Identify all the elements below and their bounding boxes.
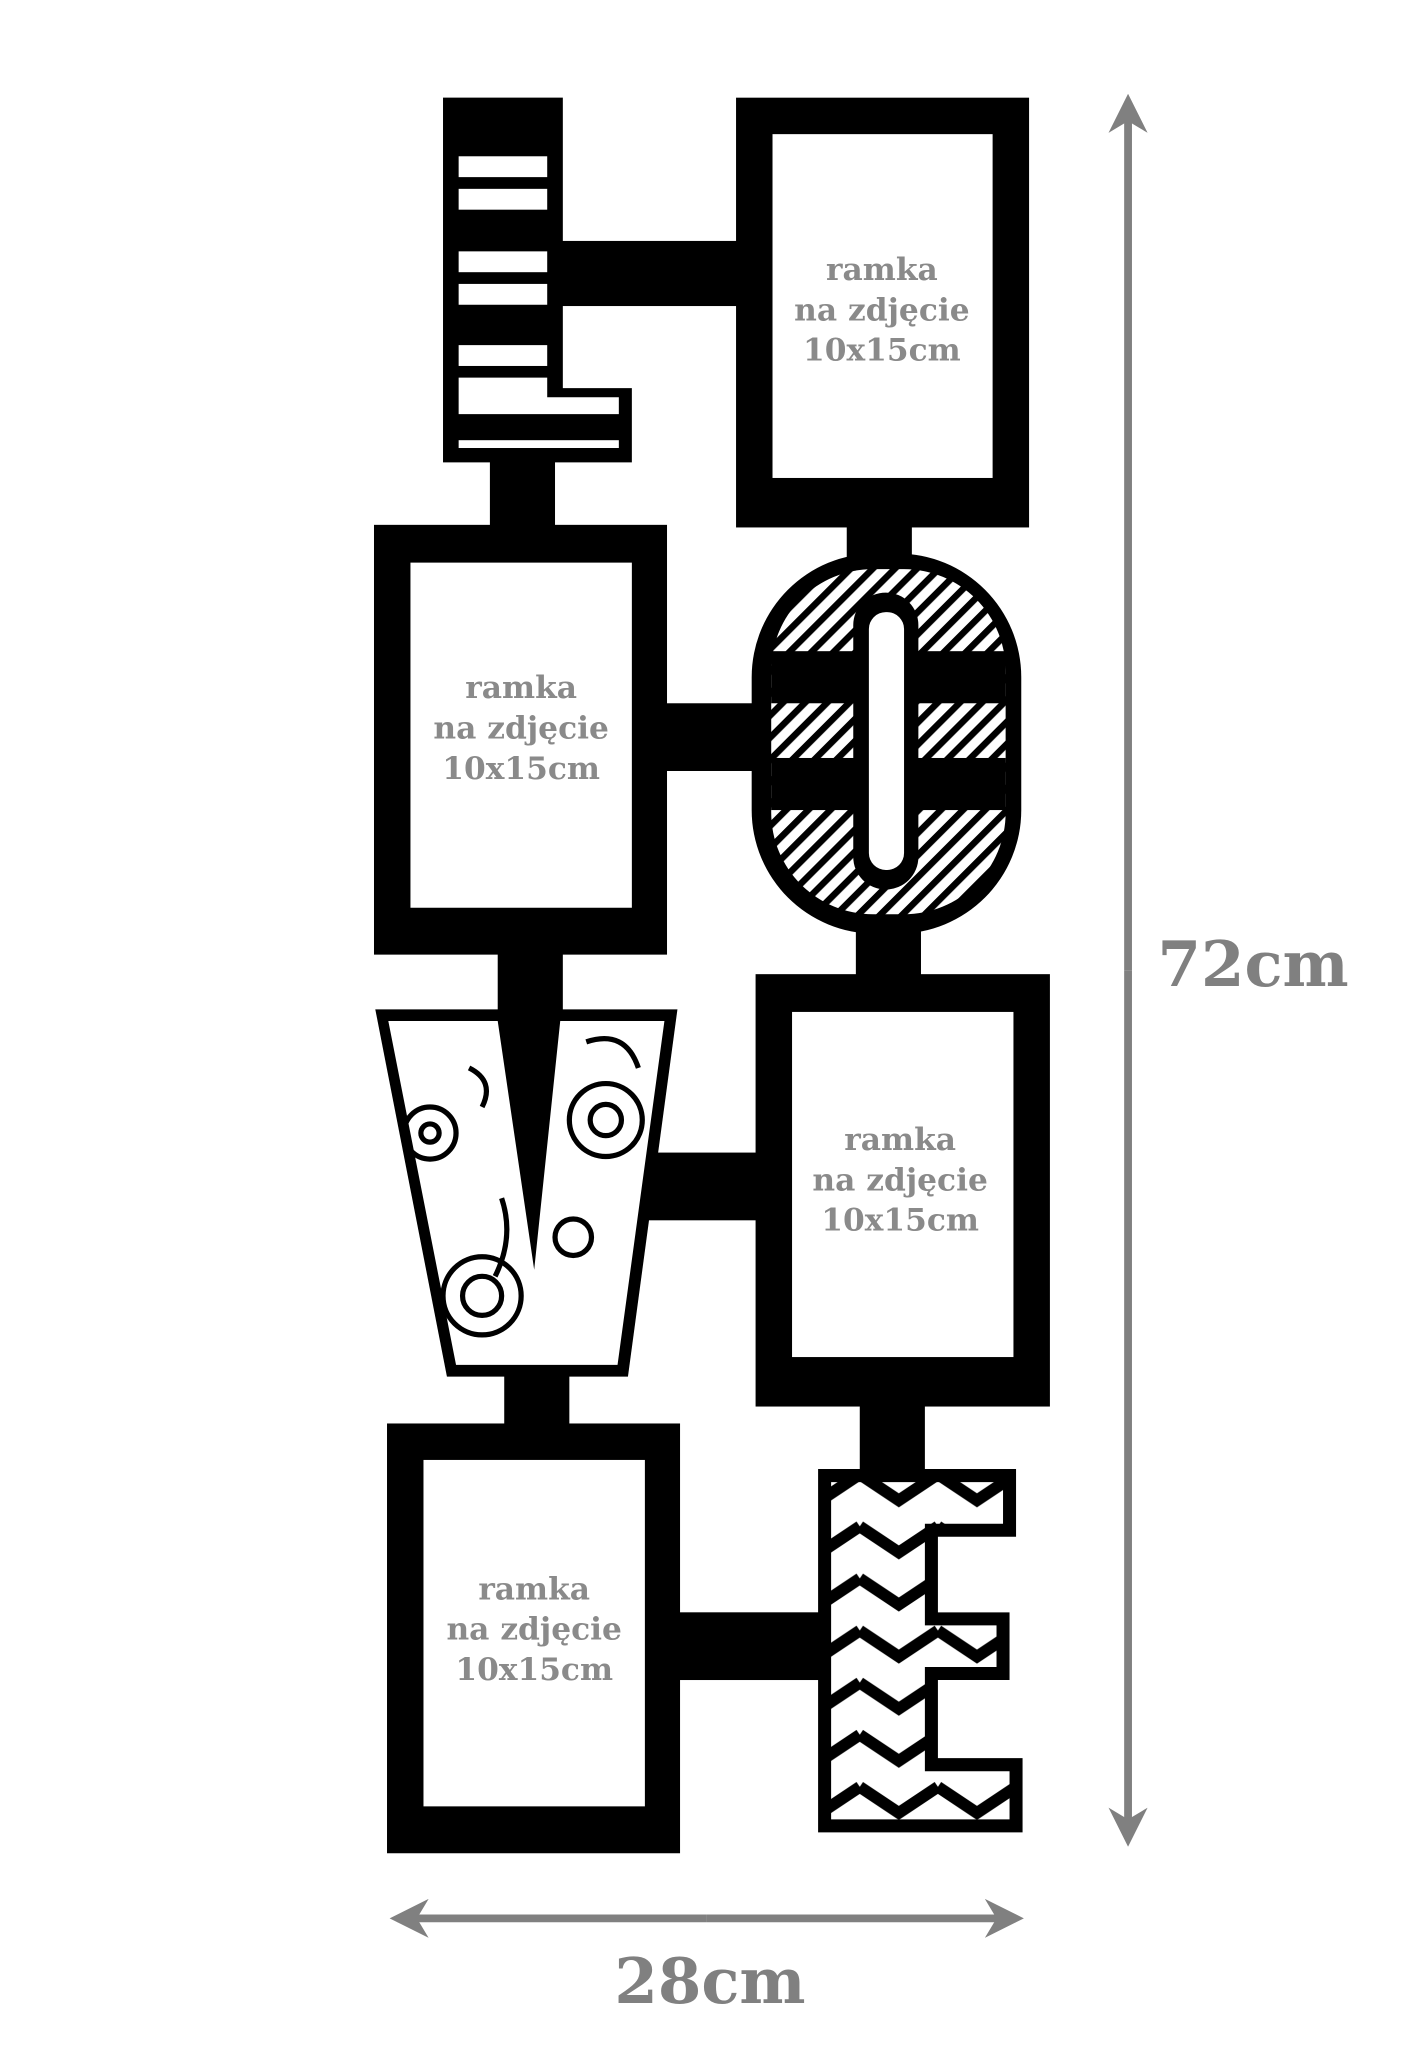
height-dimension: 72cm bbox=[1108, 93, 1349, 1847]
width-dimension: 28cm bbox=[389, 1898, 1024, 2018]
photo-frame-2: ramka na zdjęcie 10x15cm bbox=[373, 524, 668, 955]
photo-frame-1: ramka na zdjęcie 10x15cm bbox=[736, 97, 1030, 528]
letter-o bbox=[751, 553, 1022, 934]
width-label: 28cm bbox=[614, 1944, 805, 2018]
letter-e bbox=[818, 1469, 1023, 1833]
frame-label-line2: na zdjęcie bbox=[433, 710, 608, 746]
photo-frame-4: ramka na zdjęcie 10x15cm bbox=[387, 1423, 681, 1854]
height-label: 72cm bbox=[1157, 927, 1348, 1001]
frame-label-line3: 10x15cm bbox=[455, 1652, 613, 1688]
frame-label-line1: ramka bbox=[478, 1571, 590, 1607]
frame-label-line2: na zdjęcie bbox=[812, 1162, 987, 1198]
photo-frame-3: ramka na zdjęcie 10x15cm bbox=[755, 974, 1050, 1407]
frame-label-line3: 10x15cm bbox=[821, 1203, 979, 1239]
frame-label-line3: 10x15cm bbox=[442, 751, 600, 787]
frame-label-line1: ramka bbox=[844, 1122, 956, 1158]
frame-label-line2: na zdjęcie bbox=[446, 1612, 621, 1648]
letter-v bbox=[375, 1009, 678, 1377]
frame-label-line1: ramka bbox=[465, 670, 577, 706]
frame-label-line3: 10x15cm bbox=[803, 333, 961, 369]
frame-label-line1: ramka bbox=[826, 252, 938, 288]
frame-label-line2: na zdjęcie bbox=[794, 292, 969, 328]
letter-h bbox=[443, 97, 632, 463]
connectors bbox=[489, 240, 925, 1681]
